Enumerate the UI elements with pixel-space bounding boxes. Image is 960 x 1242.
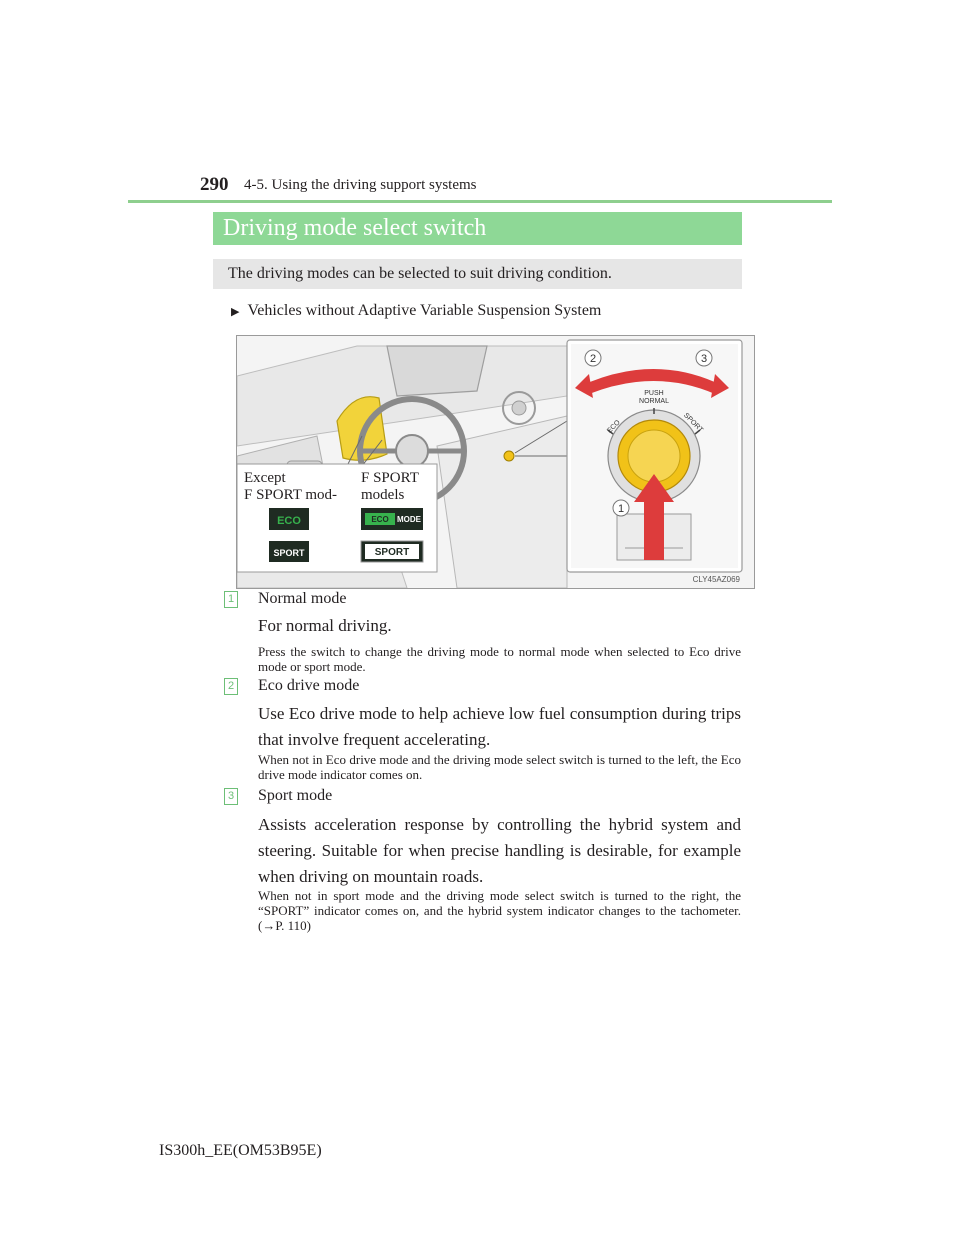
item-number-badge: 3 <box>224 788 238 805</box>
item-title-normal-mode: Normal mode <box>258 590 347 607</box>
footer-model-code: IS300h_EE(OM53B95E) <box>159 1142 322 1159</box>
item-title-eco-drive-mode: Eco drive mode <box>258 677 360 694</box>
dial-label-normal: NORMAL <box>639 398 669 405</box>
intro-text: The driving modes can be selected to sui… <box>213 259 742 289</box>
item-note-normal-mode: Press the switch to change the driving m… <box>258 644 741 674</box>
callout-2: 2 <box>590 353 596 365</box>
page-number: 290 <box>200 174 229 195</box>
sport-box-indicator-label: SPORT <box>375 547 409 558</box>
figure-label-fsport-line2: models <box>361 487 404 503</box>
sport-indicator-label: SPORT <box>273 548 305 558</box>
figure-label-except-line2: F SPORT mod- <box>244 487 337 503</box>
figure-label-fsport-line1: F SPORT <box>361 470 419 486</box>
eco-mode-indicator-eco: ECO <box>371 515 388 524</box>
figure-label-except-line1: Except <box>244 470 286 486</box>
triangle-right-icon: ▶ <box>231 305 240 318</box>
dial-label-push: PUSH <box>644 390 663 397</box>
callout-1: 1 <box>618 503 624 515</box>
item-body-normal-mode: For normal driving. <box>258 616 392 635</box>
page-heading: Driving mode select switch <box>213 212 742 245</box>
figure-illustration: Except F SPORT mod- F SPORT models ECO S… <box>237 336 754 588</box>
item-number-badge: 2 <box>224 678 238 695</box>
callout-3: 3 <box>701 353 707 365</box>
variant-note: ▶ Vehicles without Adaptive Variable Susp… <box>231 302 601 320</box>
section-title: 4-5. Using the driving support systems <box>244 177 477 193</box>
figure-code: CLY45AZ069 <box>693 575 741 584</box>
item-number-badge: 1 <box>224 591 238 608</box>
eco-mode-indicator-mode: MODE <box>397 515 422 524</box>
item-body-sport-mode: Assists acceleration response by control… <box>258 815 741 886</box>
item-title-sport-mode: Sport mode <box>258 787 333 804</box>
item-note-sport-mode: When not in sport mode and the driving m… <box>258 888 741 933</box>
item-note-eco-drive-mode: When not in Eco drive mode and the drivi… <box>258 752 741 782</box>
item-body-eco-drive-mode: Use Eco drive mode to help achieve low f… <box>258 704 741 749</box>
driving-mode-figure: Except F SPORT mod- F SPORT models ECO S… <box>236 335 755 589</box>
variant-note-text: Vehicles without Adaptive Variable Suspe… <box>247 302 602 319</box>
eco-indicator-label: ECO <box>277 515 301 527</box>
header-rule <box>128 200 832 203</box>
